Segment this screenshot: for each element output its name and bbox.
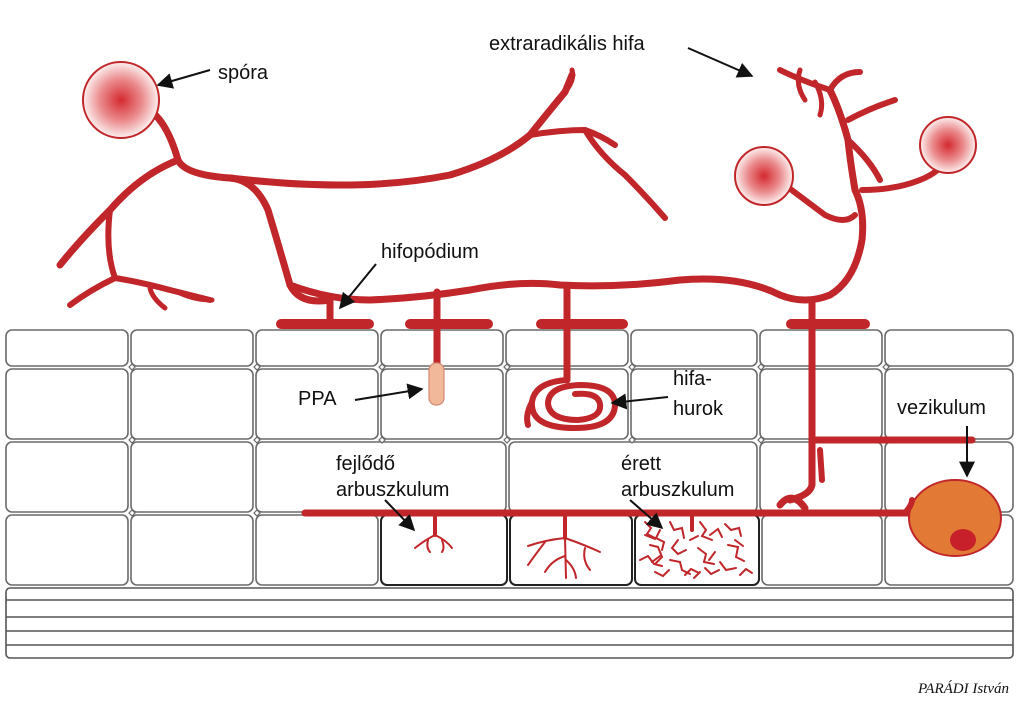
vesicle-stalk bbox=[902, 497, 915, 516]
cortex-cell bbox=[255, 514, 379, 586]
label-hifopodium: hifopódium bbox=[381, 241, 479, 263]
ppa bbox=[428, 362, 445, 406]
label-hifahurok-line2: hurok bbox=[673, 398, 724, 420]
epidermis-cell bbox=[759, 329, 883, 367]
author-credit: PARÁDI István bbox=[917, 680, 1009, 697]
cortex-cell bbox=[255, 368, 379, 440]
cortex-cell bbox=[130, 514, 254, 586]
label-ppa: PPA bbox=[298, 388, 337, 410]
label-arrows bbox=[156, 47, 975, 532]
root-epidermis-row bbox=[5, 329, 1014, 367]
young-arbuscule bbox=[527, 514, 601, 579]
epidermis-cell bbox=[884, 329, 1014, 367]
cortex-cell bbox=[5, 441, 129, 513]
epidermis-cell bbox=[130, 329, 254, 367]
label-hifahurok-line1: hifa- bbox=[673, 368, 712, 390]
label-erett-line1: érett bbox=[621, 453, 661, 475]
cortex-cell bbox=[5, 514, 129, 586]
label-extraradikalis-hifa: extraradikális hifa bbox=[489, 33, 646, 55]
intraradical-hyphae bbox=[301, 325, 976, 517]
root-cortex-row-1 bbox=[5, 368, 1014, 440]
spore-right bbox=[919, 116, 977, 174]
developing-arbuscule bbox=[414, 514, 453, 553]
label-spora: spóra bbox=[218, 62, 269, 84]
hyphopodia bbox=[276, 319, 870, 329]
root-cortex-row-2 bbox=[5, 441, 1014, 513]
extraradical-hyphae bbox=[56, 67, 948, 326]
epidermis-cell bbox=[5, 329, 129, 367]
epidermis-cell bbox=[630, 329, 758, 367]
cortex-cell bbox=[759, 368, 883, 440]
cortex-cell bbox=[130, 441, 254, 513]
cortex-cell bbox=[509, 514, 633, 586]
vascular-cylinder bbox=[5, 587, 1014, 659]
vesicle-nucleus bbox=[950, 529, 976, 551]
cortex-cell bbox=[5, 368, 129, 440]
cortex-cell bbox=[761, 514, 883, 586]
label-erett-line2: arbuszkulum bbox=[621, 479, 734, 501]
cortex-cell bbox=[630, 368, 758, 440]
epidermis-cell bbox=[380, 329, 504, 367]
cortex-cell bbox=[130, 368, 254, 440]
spore-middle-right bbox=[734, 146, 794, 206]
vesicle bbox=[908, 479, 1002, 557]
root-cortex-row-3 bbox=[5, 514, 1014, 586]
label-fejlodo-line2: arbuszkulum bbox=[336, 479, 449, 501]
epidermis-cell bbox=[255, 329, 379, 367]
label-vezikulum: vezikulum bbox=[897, 397, 986, 419]
spore-left bbox=[82, 61, 160, 139]
label-fejlodo-line1: fejlődő bbox=[336, 453, 395, 475]
mature-arbuscule bbox=[639, 514, 753, 579]
